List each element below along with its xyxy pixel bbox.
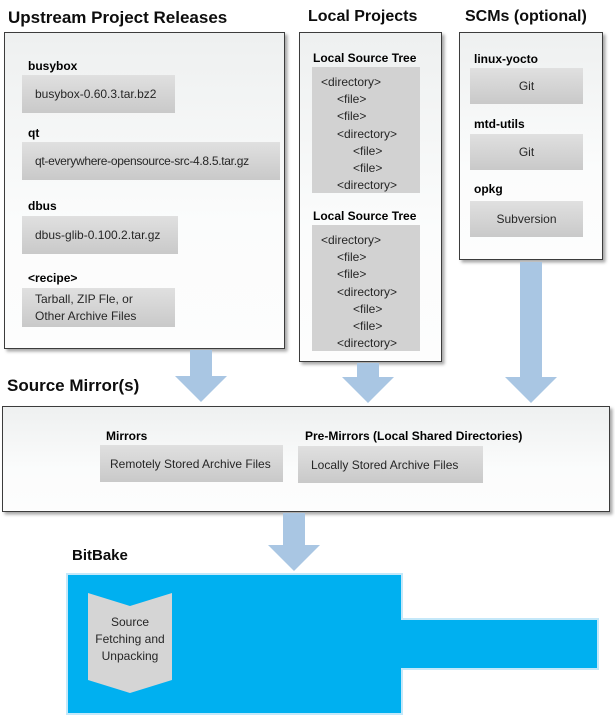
upstream-entry-label: dbus <box>28 199 57 213</box>
tree-line: <file> <box>353 301 383 316</box>
tree-line: <file> <box>337 250 367 265</box>
local-source-tree-label: Local Source Tree <box>313 209 417 223</box>
scm-type-box: Git <box>470 68 583 104</box>
scms-title: SCMs (optional) <box>465 8 587 25</box>
local-projects-title: Local Projects <box>308 8 418 25</box>
tree-line: <file> <box>337 92 367 107</box>
pre-mirrors-box: Locally Stored Archive Files <box>298 446 483 483</box>
source-tree-box: <directory> <file> <file> <directory> <f… <box>312 225 420 351</box>
down-arrow-icon <box>505 262 557 403</box>
ribbon-line: Unpacking <box>101 649 159 663</box>
scm-type-text: Subversion <box>496 212 557 226</box>
down-arrow-icon <box>342 363 394 403</box>
bitbake-output-arm <box>401 618 599 670</box>
ribbon-line: Source <box>110 615 150 629</box>
scm-entry-label: linux-yocto <box>474 52 539 66</box>
source-fetching-ribbon: Source Fetching and Unpacking <box>88 593 172 693</box>
tree-line: <directory> <box>337 178 398 193</box>
scm-type-box: Git <box>470 134 583 170</box>
down-arrow-icon <box>175 350 227 402</box>
upstream-entry-label: busybox <box>28 59 78 73</box>
source-mirrors-title: Source Mirror(s) <box>7 376 140 395</box>
down-arrow-icon <box>268 513 320 571</box>
scm-entry-label: opkg <box>474 182 503 196</box>
ribbon-line: Fetching and <box>95 632 165 646</box>
tree-line: <file> <box>337 109 367 124</box>
upstream-archive-box: busybox-0.60.3.tar.bz2 <box>22 75 175 113</box>
mirrors-label: Mirrors <box>106 429 148 443</box>
upstream-entry-label: <recipe> <box>28 271 78 285</box>
upstream-title: Upstream Project Releases <box>8 8 228 27</box>
source-tree-box: <directory> <file> <file> <directory> <f… <box>312 67 420 193</box>
scm-type-box: Subversion <box>470 201 583 237</box>
tree-line: <file> <box>353 143 383 158</box>
tree-line: <file> <box>353 319 383 334</box>
tree-line: <directory> <box>337 126 398 141</box>
mirrors-box: Remotely Stored Archive Files <box>100 445 283 482</box>
tree-line: <file> <box>353 161 383 176</box>
tree-line: <directory> <box>321 233 382 247</box>
tree-line: <directory> <box>337 284 398 299</box>
scm-type-text: Git <box>518 145 535 159</box>
archive-file-text: busybox-0.60.3.tar.bz2 <box>35 87 157 101</box>
archive-file-text: dbus-glib-0.100.2.tar.gz <box>35 228 161 242</box>
pre-mirrors-box-text: Locally Stored Archive Files <box>311 457 459 472</box>
archive-file-text: qt-everywhere-opensource-src-4.8.5.tar.g… <box>35 154 249 168</box>
tree-line: <file> <box>337 267 367 282</box>
upstream-entry-label: qt <box>28 126 40 140</box>
tree-line: <directory> <box>337 336 398 351</box>
scm-type-text: Git <box>518 79 535 93</box>
pre-mirrors-label: Pre-Mirrors (Local Shared Directories) <box>305 429 523 443</box>
bitbake-title: BitBake <box>72 547 128 564</box>
upstream-archive-box: dbus-glib-0.100.2.tar.gz <box>22 216 178 254</box>
scm-entry-label: mtd-utils <box>474 117 525 131</box>
local-source-tree-label: Local Source Tree <box>313 51 417 65</box>
upstream-archive-box: qt-everywhere-opensource-src-4.8.5.tar.g… <box>22 142 280 180</box>
mirrors-box-text: Remotely Stored Archive Files <box>110 456 271 471</box>
tree-line: <directory> <box>321 75 382 89</box>
